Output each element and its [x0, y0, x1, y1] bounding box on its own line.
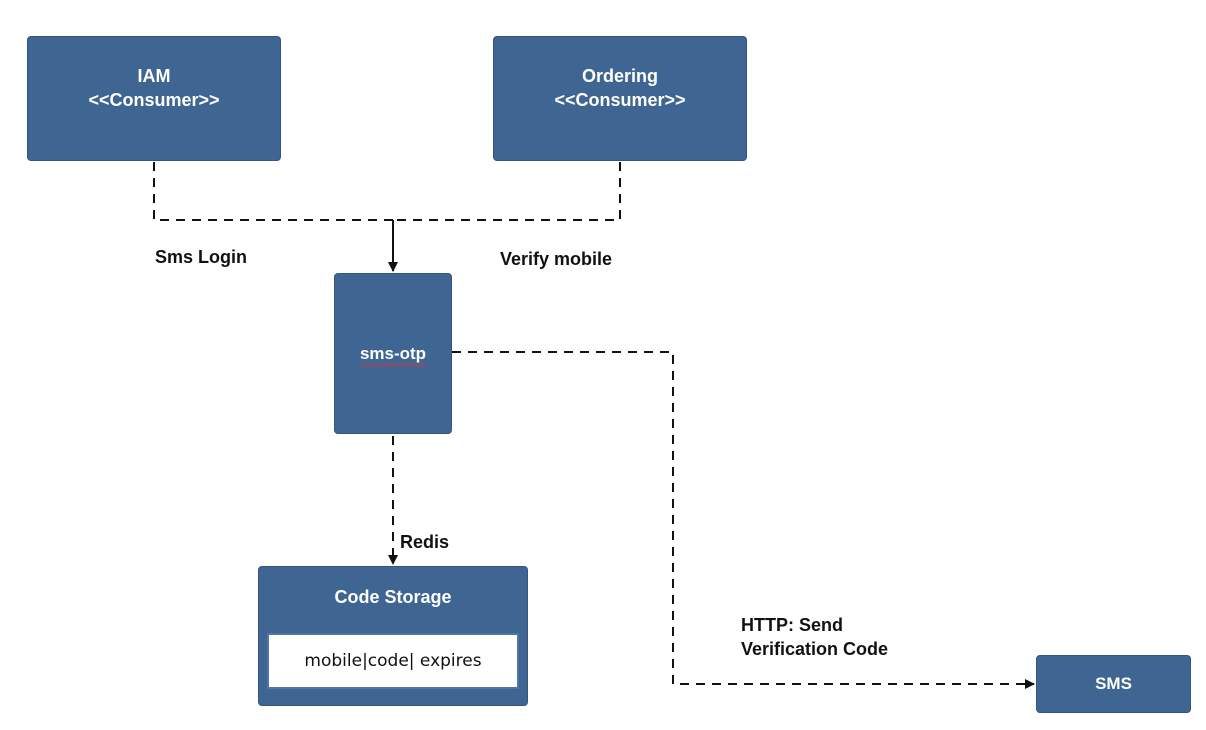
code-storage-node: Code Storage mobile|code| expires: [258, 566, 528, 706]
sms-otp-label: sms-otp: [359, 343, 427, 363]
connector-ordering-join: [393, 162, 621, 221]
iam-consumer-node: IAM <<Consumer>>: [27, 36, 281, 161]
sms-label: SMS: [1095, 674, 1132, 693]
edge-label-verify-mobile: Verify mobile: [500, 249, 613, 269]
edge-label-http: HTTP: Send Verification Code: [741, 613, 888, 661]
edge-label-redis: Redis: [400, 532, 450, 552]
code-storage-fields-text: mobile|code| expires: [304, 651, 482, 671]
ordering-consumer-node: Ordering <<Consumer>>: [493, 36, 747, 161]
edge-label-sms-login: Sms Login: [155, 247, 248, 267]
code-storage-fields: mobile|code| expires: [267, 633, 519, 689]
ordering-title: Ordering: [581, 65, 658, 86]
arrow-http-sms: [452, 351, 1035, 689]
ordering-stereotype: <<Consumer>>: [554, 89, 686, 110]
edge-label-http-line2: Verification Code: [741, 639, 889, 659]
sms-node: SMS: [1036, 655, 1191, 713]
code-storage-title: Code Storage: [334, 587, 452, 607]
connector-iam-join: [153, 162, 393, 221]
iam-title: IAM: [137, 65, 171, 86]
edge-label-http-line1: HTTP: Send: [741, 615, 843, 635]
sms-otp-node: sms-otp: [334, 273, 452, 434]
iam-stereotype: <<Consumer>>: [88, 89, 220, 110]
